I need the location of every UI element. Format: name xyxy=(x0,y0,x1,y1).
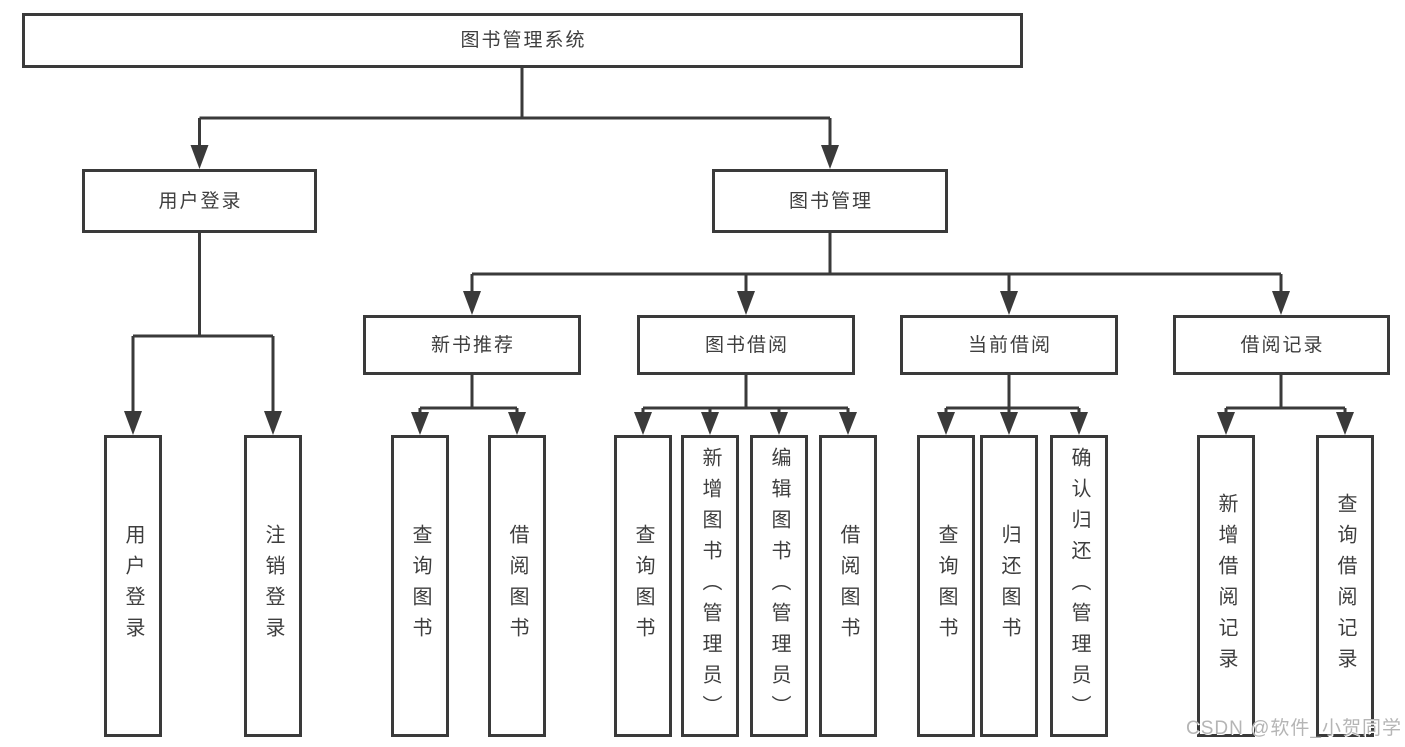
node-label: 借阅图书 xyxy=(837,524,859,648)
node-leaf-confirm-return-admin: 确认归还（管理员） xyxy=(1050,435,1108,737)
arrowhead xyxy=(124,411,142,435)
node-leaf-logout: 注销登录 xyxy=(244,435,302,737)
arrowhead xyxy=(770,412,788,435)
node-label: 借阅图书 xyxy=(506,524,528,648)
node-label: 新书推荐 xyxy=(430,334,515,356)
node-label: 新增图书（管理员） xyxy=(699,446,721,726)
node-leaf-borrow-books-recommend: 借阅图书 xyxy=(488,435,546,737)
arrowhead xyxy=(1070,412,1088,435)
node-user-login: 用户登录 xyxy=(82,169,317,233)
node-leaf-query-books-recommend: 查询图书 xyxy=(391,435,449,737)
node-label: 查询图书 xyxy=(935,524,957,648)
node-label: 用户登录 xyxy=(122,524,144,648)
node-new-book-recommend: 新书推荐 xyxy=(363,315,581,375)
connector xyxy=(199,68,830,120)
arrowhead xyxy=(1272,291,1290,315)
arrowhead xyxy=(463,291,481,315)
node-leaf-return-books: 归还图书 xyxy=(980,435,1038,737)
node-borrow-records: 借阅记录 xyxy=(1173,315,1390,375)
arrowhead xyxy=(821,145,839,169)
node-leaf-borrow-books: 借阅图书 xyxy=(819,435,877,737)
arrowhead xyxy=(190,145,209,169)
arrowhead xyxy=(634,412,652,435)
node-label: 归还图书 xyxy=(998,524,1020,648)
node-label: 确认归还（管理员） xyxy=(1068,446,1090,726)
arrowhead xyxy=(937,412,955,435)
connector xyxy=(946,375,1079,410)
node-leaf-query-books-borrow: 查询图书 xyxy=(614,435,672,737)
node-book-management: 图书管理 xyxy=(712,169,948,233)
node-label: 新增借阅记录 xyxy=(1215,493,1237,679)
node-label: 编辑图书（管理员） xyxy=(768,446,790,726)
node-label: 用户登录 xyxy=(158,190,243,212)
connector xyxy=(1226,375,1345,410)
arrowhead xyxy=(1000,291,1018,315)
connector xyxy=(472,233,1281,276)
node-current-borrow: 当前借阅 xyxy=(900,315,1118,375)
arrowhead xyxy=(508,412,526,435)
node-leaf-add-borrow-record: 新增借阅记录 xyxy=(1197,435,1255,737)
node-label: 借阅记录 xyxy=(1240,334,1325,356)
connector xyxy=(133,233,273,338)
node-label: 图书借阅 xyxy=(704,334,789,356)
csdn-watermark: CSDN @软件_小贺同学 xyxy=(1186,718,1402,739)
node-label: 注销登录 xyxy=(262,524,284,648)
arrowhead xyxy=(737,291,755,315)
node-leaf-query-borrow-record: 查询借阅记录 xyxy=(1316,435,1374,737)
arrowhead xyxy=(1217,412,1235,435)
arrowhead xyxy=(1000,412,1018,435)
node-label: 查询借阅记录 xyxy=(1334,493,1356,679)
node-leaf-edit-books-admin: 编辑图书（管理员） xyxy=(750,435,808,737)
arrowhead xyxy=(701,412,719,435)
node-leaf-query-books-current: 查询图书 xyxy=(917,435,975,737)
node-label: 图书管理系统 xyxy=(460,30,587,51)
node-label: 查询图书 xyxy=(409,524,431,648)
node-book-borrow: 图书借阅 xyxy=(637,315,855,375)
node-label: 图书管理 xyxy=(788,190,873,212)
node-label: 当前借阅 xyxy=(967,334,1052,356)
arrowhead xyxy=(1336,412,1354,435)
connector xyxy=(643,375,848,410)
arrowhead xyxy=(411,412,429,435)
node-label: 查询图书 xyxy=(632,524,654,648)
node-leaf-user-login: 用户登录 xyxy=(104,435,162,737)
node-leaf-add-books-admin: 新增图书（管理员） xyxy=(681,435,739,737)
node-library-management-system: 图书管理系统 xyxy=(22,13,1023,68)
arrowhead xyxy=(839,412,857,435)
connector xyxy=(420,375,517,410)
arrowhead xyxy=(264,411,282,435)
